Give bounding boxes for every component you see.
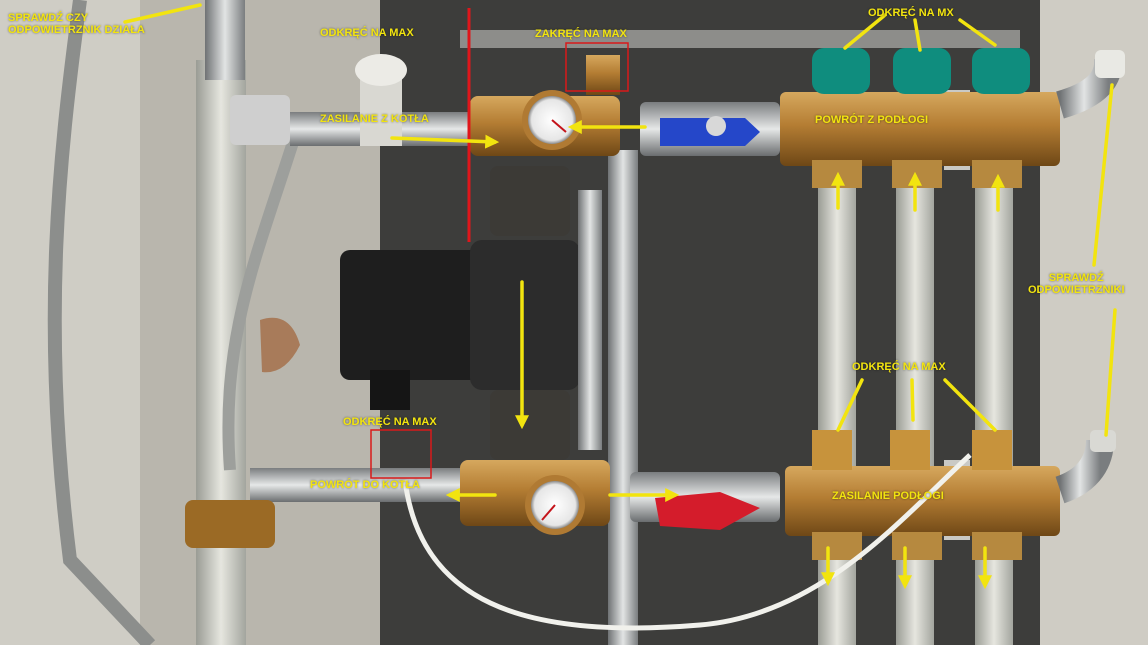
- red-marker-box-bottom: [370, 429, 432, 479]
- label-open-mx-top-right: ODKRĘĆ NA MX: [868, 7, 954, 19]
- pump-cable-gland: [370, 370, 410, 410]
- sensor-cable: [402, 453, 972, 631]
- green-cap-2: [893, 48, 951, 94]
- label-check-vents-line1: SPRAWDŹ: [1048, 272, 1104, 284]
- red-valve-handle: [655, 492, 760, 530]
- air-vent-top-right: [1095, 50, 1125, 78]
- braided-hose-left: [47, 0, 156, 645]
- label-check-vents-line2: ODPOWIETRZNIKI: [1028, 284, 1125, 296]
- annotation-arrows: [123, 3, 1117, 590]
- label-floor-return: POWRÓT Z PODŁOGI: [815, 114, 929, 126]
- green-cap-3: [972, 48, 1030, 94]
- bypass-valve-top: [586, 55, 620, 95]
- return-manifold: [780, 92, 1060, 166]
- green-cap-1: [812, 48, 870, 94]
- automatic-air-vent-left: [205, 0, 245, 80]
- label-close-max-top: ZAKRĘĆ NA MAX: [535, 28, 627, 40]
- pump-union: [490, 166, 570, 236]
- label-check-vent-works-line2: ODPOWIETRZNIK DZIAŁA: [8, 24, 145, 36]
- wall-hole: [260, 317, 300, 373]
- label-check-vent-works-line1: SPRAWDŹ CZY: [8, 12, 89, 24]
- floor-pipe-3: [975, 180, 1013, 645]
- label-check-vent-works: SPRAWDŹ CZY ODPOWIETRZNIK DZIAŁA: [8, 12, 145, 36]
- label-open-max-bottom-right: ODKRĘĆ NA MAX: [852, 361, 946, 373]
- label-check-vents: SPRAWDŹ ODPOWIETRZNIKI: [1028, 272, 1125, 296]
- flow-valve-2: [890, 430, 930, 470]
- red-marker-box-top: [565, 42, 629, 92]
- flow-valve-3: [972, 430, 1012, 470]
- pump-union-lower: [490, 390, 570, 460]
- label-floor-supply: ZASILANIE PODŁOGI: [832, 490, 944, 502]
- circulation-pump: [340, 250, 480, 380]
- flow-valve-1: [812, 430, 852, 470]
- brass-fitting-left: [185, 500, 275, 548]
- vertical-bracket: [608, 150, 638, 645]
- floor-pipe-1: [818, 180, 856, 645]
- hose-connector: [230, 95, 290, 145]
- floor-pipe-2: [896, 180, 934, 645]
- braided-hose-right: [222, 118, 306, 471]
- label-open-max-top-left: ODKRĘĆ NA MAX: [320, 27, 414, 39]
- label-boiler-return: POWRÓT DO KOTŁA: [310, 479, 420, 491]
- label-boiler-supply: ZASILANIE Z KOTŁA: [320, 113, 429, 125]
- label-open-max-bottom-left: ODKRĘĆ NA MAX: [343, 416, 437, 428]
- bypass-tube: [578, 190, 602, 450]
- air-vent-bottom-right: [1090, 430, 1116, 452]
